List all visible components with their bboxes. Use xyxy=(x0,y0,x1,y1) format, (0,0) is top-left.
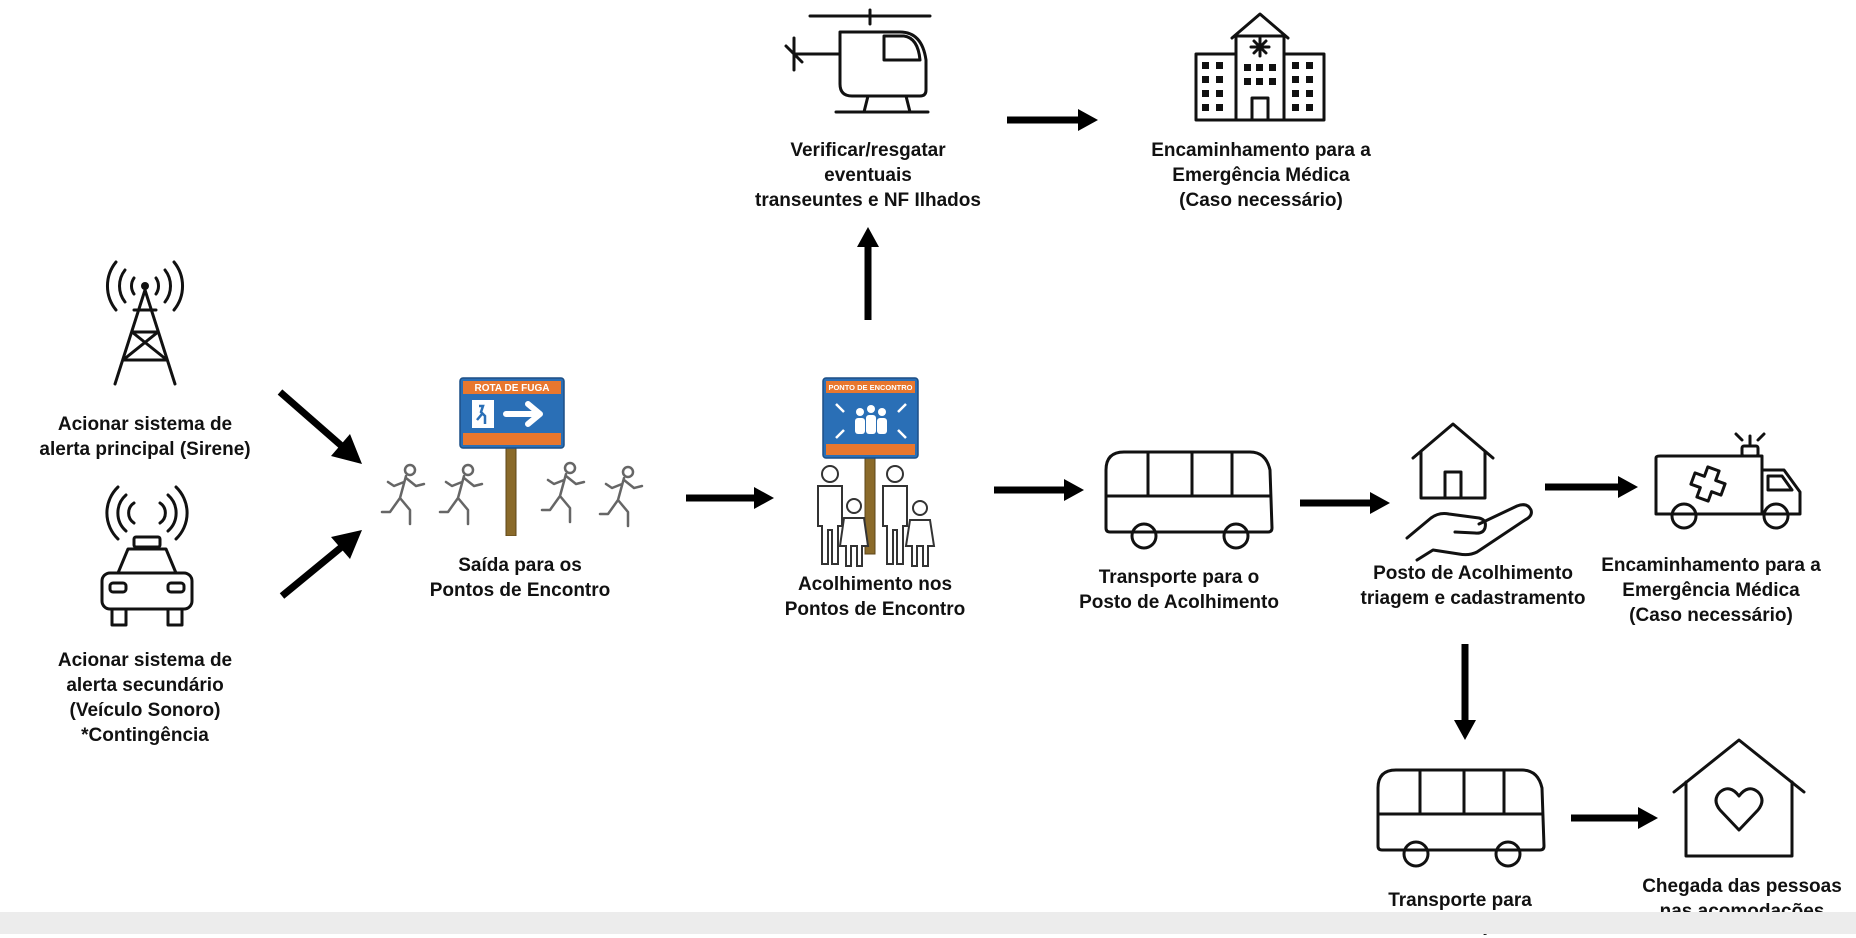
label-line: Acionar sistema de xyxy=(57,650,233,671)
label-line: Verificar/resgatar xyxy=(790,140,946,161)
bus-icon xyxy=(1376,768,1546,868)
bottom-strip xyxy=(0,912,1856,934)
radio-tower-icon xyxy=(106,260,184,386)
edge-resgate-to-emergencia xyxy=(1007,109,1098,131)
label-line: Posto de Acolhimento xyxy=(1373,563,1573,584)
label-line: alerta secundário xyxy=(66,675,224,696)
alarm-vehicle-icon xyxy=(100,485,194,627)
shelter-hand-icon xyxy=(1405,422,1533,562)
label-line: (Caso necessário) xyxy=(1629,605,1793,626)
label-line: Transporte para xyxy=(1388,890,1532,911)
label-line: Saída para os xyxy=(458,555,582,576)
label-line: Chegada das pessoas xyxy=(1642,876,1842,897)
edge-alerta-secundario-to-saida xyxy=(279,530,362,599)
ambulance-icon xyxy=(1654,432,1802,530)
meeting-point-sign-icon: PONTO DE ENCONTRO xyxy=(817,377,936,567)
label-line: Emergência Médica xyxy=(1622,580,1800,601)
edge-posto-to-emergencia xyxy=(1545,476,1638,498)
sign-title-text: PONTO DE ENCONTRO xyxy=(828,383,912,392)
label-line: *Contingência xyxy=(81,725,209,746)
label-line: Posto de Acolhimento xyxy=(1079,592,1279,613)
label-line: Pontos de Encontro xyxy=(429,580,611,601)
label-line: transeuntes e NF Ilhados xyxy=(755,190,981,211)
label-line: Acolhimento nos xyxy=(797,574,953,595)
bus-icon xyxy=(1104,450,1274,550)
edge-transporte-to-chegada xyxy=(1571,807,1658,829)
label-line: Transporte para o xyxy=(1098,567,1260,588)
label-line: (Caso necessário) xyxy=(1179,190,1343,211)
sign-title-text: ROTA DE FUGA xyxy=(475,383,550,394)
edge-transporte-to-posto xyxy=(1300,492,1390,514)
label-line: (Veículo Sonoro) xyxy=(69,700,221,721)
label-line: Acionar sistema de xyxy=(57,414,233,435)
label-line: Encaminhamento para a xyxy=(1151,140,1371,161)
helicopter-icon xyxy=(784,8,932,114)
edge-acolhimento-to-resgate xyxy=(857,227,879,320)
home-heart-icon xyxy=(1672,738,1806,858)
edge-saida-to-acolhimento xyxy=(686,487,774,509)
label-line: Emergência Médica xyxy=(1172,165,1350,186)
label-line: alerta principal (Sirene) xyxy=(39,439,251,460)
label-line: Pontos de Encontro xyxy=(784,599,966,620)
hospital-icon xyxy=(1194,12,1326,122)
edge-alerta-principal-to-saida xyxy=(277,389,362,464)
edge-posto-to-transporte-acomodacoes xyxy=(1454,644,1476,740)
escape-route-sign-icon: ROTA DE FUGA xyxy=(380,377,644,536)
label-line: eventuais xyxy=(824,165,912,186)
label-line: Encaminhamento para a xyxy=(1601,555,1821,576)
label-line: triagem e cadastramento xyxy=(1360,588,1586,609)
edge-acolhimento-to-transporte-posto xyxy=(994,479,1084,501)
